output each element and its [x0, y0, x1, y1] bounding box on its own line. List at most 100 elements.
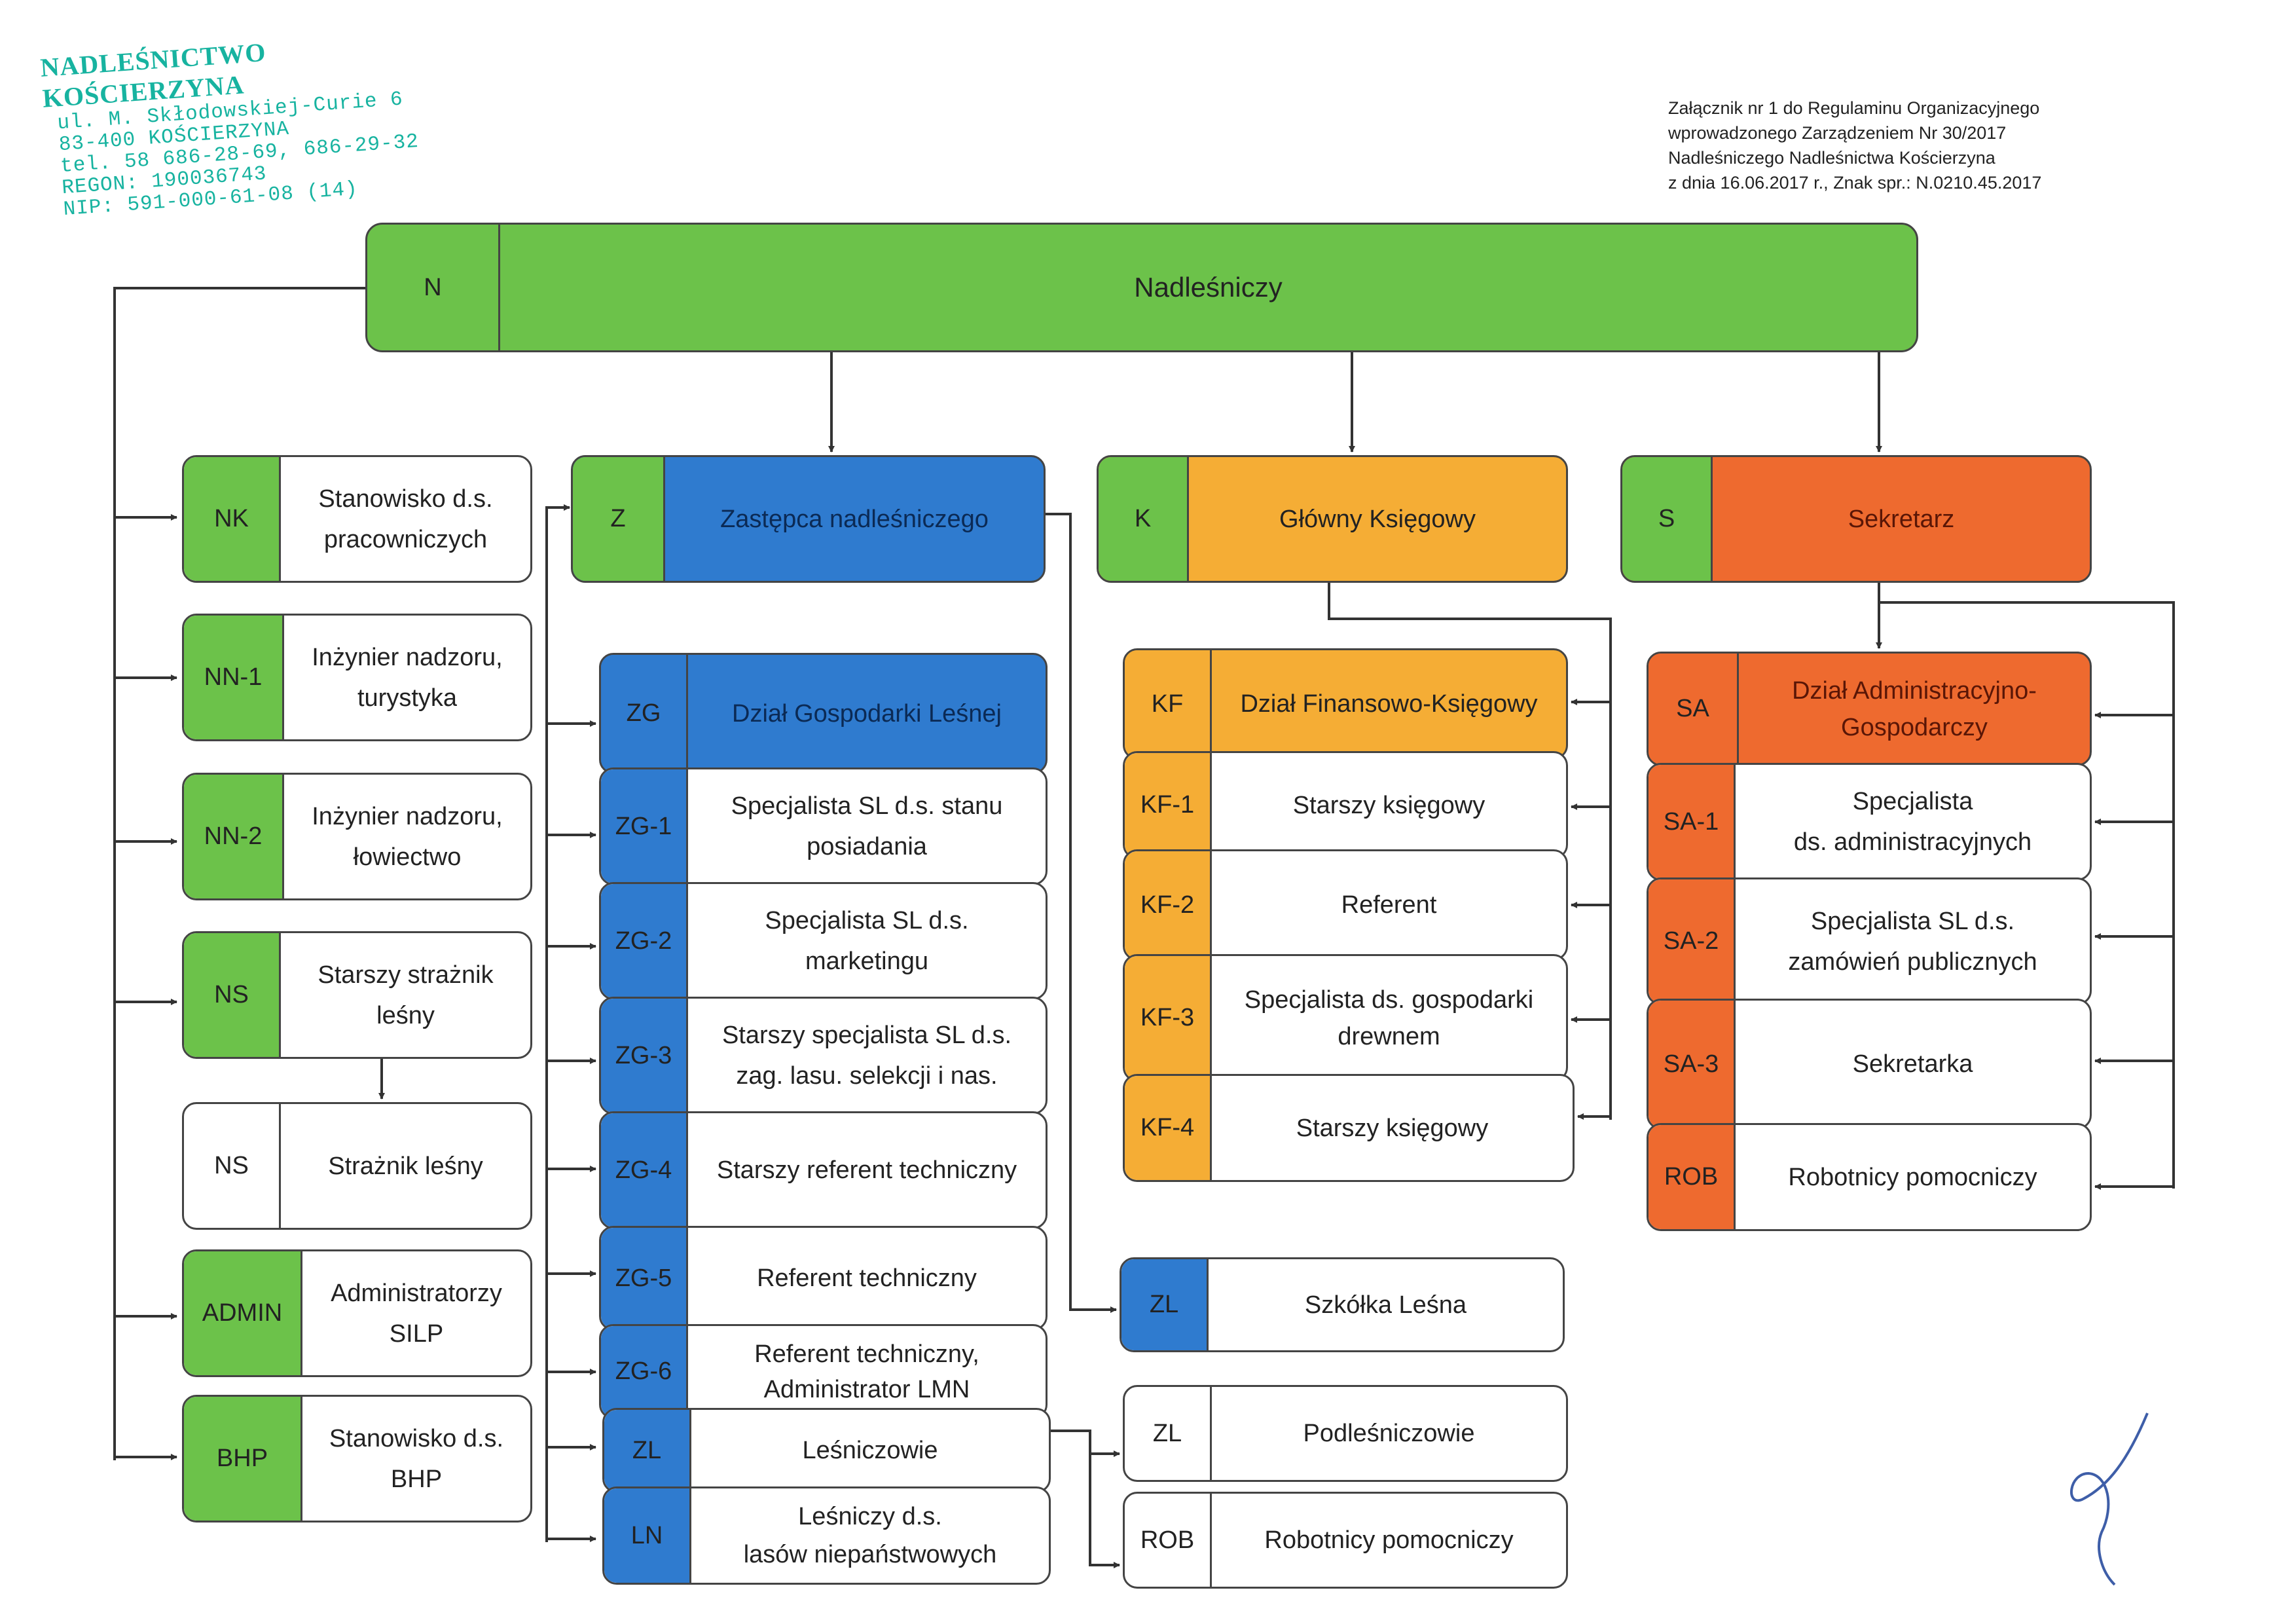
- code-kf3: KF-3: [1125, 956, 1212, 1080]
- box-rob-admin: ROB Robotnicy pomocniczy: [1647, 1123, 2092, 1231]
- code-zl-nursery: ZL: [1121, 1259, 1209, 1350]
- label-line: Leśniczy d.s.: [798, 1503, 942, 1530]
- accountant-spine: [1328, 580, 1612, 1120]
- label-robotnicy-lesni: Robotnicy pomocniczy: [1264, 1526, 1514, 1554]
- code-sa2: SA-2: [1649, 879, 1736, 1003]
- code-zg4: ZG-4: [601, 1113, 688, 1227]
- code-sa1: SA-1: [1649, 765, 1736, 879]
- label-line: leśny: [376, 1001, 435, 1029]
- label-line: Dział Administracyjno-: [1792, 676, 2037, 705]
- label-sa3: Sekretarka: [1852, 1050, 1973, 1078]
- secretary-spine: [1879, 601, 2175, 1189]
- label-line: zag. lasu. selekcji i nas.: [736, 1062, 998, 1090]
- box-glowny-ksiegowy: K Główny Księgowy: [1097, 455, 1568, 583]
- label-line: Starszy strażnik: [318, 961, 494, 989]
- label-line: BHP: [390, 1465, 443, 1493]
- code-bhp: BHP: [184, 1397, 302, 1521]
- label-kf2: Referent: [1341, 891, 1437, 919]
- annex-note-line: Nadleśniczego Nadleśnictwa Kościerzyna: [1668, 148, 1995, 168]
- label-line: Specjalista SL d.s. stanu: [731, 792, 1003, 820]
- label-nn1: Inżynier nadzoru, turystyka: [284, 616, 530, 739]
- box-zg6: ZG-6 Referent techniczny, Administrator L…: [599, 1324, 1048, 1419]
- code-kf1: KF-1: [1125, 753, 1212, 857]
- label-line: łowiectwo: [353, 843, 462, 871]
- box-ns: NS Strażnik leśny: [182, 1102, 532, 1230]
- code-zl-sub: ZL: [1125, 1387, 1212, 1480]
- label-bhp: Stanowisko d.s.BHP: [302, 1397, 530, 1521]
- arrow-zl-to-rob: [1051, 1430, 1120, 1568]
- code-ln: LN: [604, 1488, 691, 1583]
- left-spine: [113, 287, 367, 1460]
- code-sa3: SA-3: [1649, 1001, 1736, 1128]
- label-line: posiadania: [807, 833, 927, 860]
- label-kf1: Starszy księgowy: [1292, 791, 1485, 819]
- label-line: drewnem: [1338, 1022, 1440, 1050]
- code-zg1: ZG-1: [601, 769, 688, 883]
- label-line: Starszy specjalista SL d.s.: [721, 1022, 1012, 1049]
- code-nn2: NN-2: [184, 775, 284, 898]
- box-zg: ZG Dział Gospodarki Leśnej: [599, 653, 1048, 774]
- box-kf2: KF-2 Referent: [1123, 849, 1568, 961]
- deputy-spine: [545, 504, 570, 1542]
- label-sekretarz: Sekretarz: [1848, 505, 1955, 533]
- label-line: Stanowisko d.s.: [318, 485, 493, 513]
- label-zg5: Referent techniczny: [757, 1264, 977, 1292]
- label-zastepca: Zastępca nadleśniczego: [720, 505, 989, 533]
- label-zg4: Starszy referent techniczny: [716, 1156, 1017, 1184]
- code-nn1: NN-1: [184, 616, 284, 739]
- code-s: S: [1622, 457, 1713, 581]
- box-kf: KF Dział Finansowo-Księgowy: [1123, 648, 1568, 760]
- code-zg: ZG: [601, 655, 688, 772]
- arrow-z-to-nursery: [1044, 513, 1117, 1313]
- label-line: Administrator LMN: [763, 1375, 970, 1403]
- label-line: Inżynier nadzoru,: [312, 643, 503, 671]
- label-line: pracowniczych: [323, 525, 488, 553]
- box-podlesniczowie: ZL Podleśniczowie: [1123, 1385, 1568, 1482]
- box-zg4: ZG-4 Starszy referent techniczny: [599, 1111, 1048, 1229]
- label-line: Referent techniczny,: [754, 1340, 979, 1368]
- label-line: turystyka: [357, 684, 458, 712]
- box-bhp: BHP Stanowisko d.s.BHP: [182, 1395, 532, 1522]
- box-zg1: ZG-1 Specjalista SL d.s. stanu posiadania: [599, 767, 1048, 885]
- label-nadlesniczy: Nadleśniczy: [1134, 272, 1283, 303]
- box-sa2: SA-2 Specjalista SL d.s.zamówień publicz…: [1647, 877, 2092, 1005]
- label-glowny-ksiegowy: Główny Księgowy: [1279, 505, 1476, 533]
- label-line: Specjalista SL d.s.: [765, 907, 969, 934]
- box-zastepca: Z Zastępca nadleśniczego: [571, 455, 1046, 583]
- box-szkolka: ZL Szkółka Leśna: [1120, 1257, 1565, 1352]
- annex-note-line: Załącznik nr 1 do Regulaminu Organizacyj…: [1668, 98, 2040, 118]
- label-line: Specjalista: [1852, 788, 1973, 815]
- box-kf4: KF-4 Starszy księgowy: [1123, 1074, 1575, 1182]
- label-line: SILP: [389, 1320, 444, 1348]
- box-sa3: SA-3 Sekretarka: [1647, 999, 2092, 1130]
- code-zg3: ZG-3: [601, 999, 688, 1113]
- label-zg6: Referent techniczny, Administrator LMN: [688, 1326, 1046, 1417]
- code-sa: SA: [1649, 654, 1739, 764]
- label-zl: Leśniczowie: [802, 1437, 938, 1464]
- label-zg: Dział Gospodarki Leśnej: [732, 699, 1002, 728]
- label-line: lasów niepaństwowych: [743, 1541, 997, 1568]
- signature-mark: [2070, 1412, 2149, 1586]
- label-line: Gospodarczy: [1841, 713, 1988, 741]
- label-sa2: Specjalista SL d.s.zamówień publicznych: [1736, 879, 2090, 1003]
- box-nn1: NN-1 Inżynier nadzoru, turystyka: [182, 614, 532, 741]
- code-admin: ADMIN: [184, 1251, 302, 1375]
- box-kf1: KF-1 Starszy księgowy: [1123, 751, 1568, 859]
- code-kf: KF: [1125, 650, 1212, 758]
- label-kf: Dział Finansowo-Księgowy: [1240, 690, 1538, 718]
- annex-note-line: z dnia 16.06.2017 r., Znak spr.: N.0210.…: [1668, 173, 2042, 193]
- label-zg3: Starszy specjalista SL d.s. zag. lasu. se…: [688, 999, 1046, 1113]
- label-line: Inżynier nadzoru,: [312, 802, 503, 830]
- label-line: zamówień publicznych: [1788, 948, 2037, 976]
- label-line: Administratorzy: [331, 1279, 502, 1307]
- code-ns-junior: NS: [184, 1104, 281, 1228]
- box-zg3: ZG-3 Starszy specjalista SL d.s. zag. las…: [599, 997, 1048, 1115]
- code-zg6: ZG-6: [601, 1326, 688, 1417]
- label-sa: Dział Administracyjno- Gospodarczy: [1739, 654, 2090, 764]
- code-rob-forest: ROB: [1125, 1494, 1212, 1587]
